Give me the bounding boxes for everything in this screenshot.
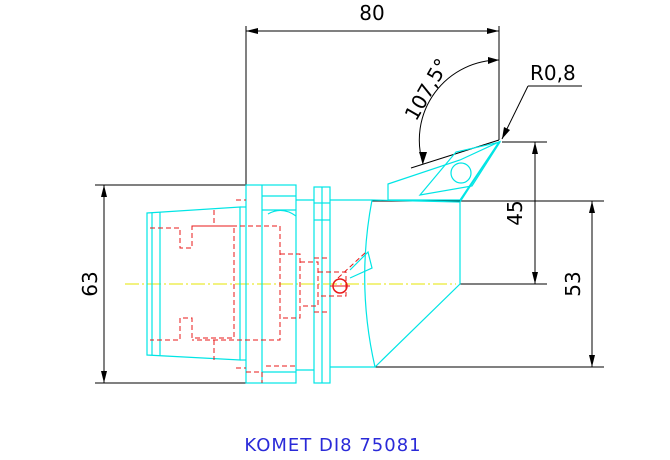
hidden-lines — [150, 199, 367, 383]
dimension-label-63: 63 — [78, 271, 102, 296]
dimension-label-45: 45 — [503, 200, 527, 225]
dimension-label-angle: 107,5° — [400, 54, 454, 124]
tool-head-outline — [330, 140, 501, 368]
shank-outline — [146, 206, 246, 361]
dimension-height-right-inner: 45 — [460, 141, 547, 285]
flange-outline — [245, 184, 331, 384]
dimension-label-53: 53 — [561, 271, 585, 296]
dimension-label-radius: R0,8 — [530, 61, 576, 85]
dimension-angle: 107,5° — [400, 54, 500, 169]
coolant-bore — [330, 250, 373, 294]
cutting-insert — [418, 141, 502, 196]
dimension-label-80: 80 — [359, 1, 384, 25]
dimension-height-left: 63 — [78, 184, 246, 384]
drawing-caption: KOMET DI8 75081 — [244, 435, 421, 456]
dimension-radius: R0,8 — [501, 61, 582, 140]
dimension-width-top: 80 — [245, 1, 500, 185]
